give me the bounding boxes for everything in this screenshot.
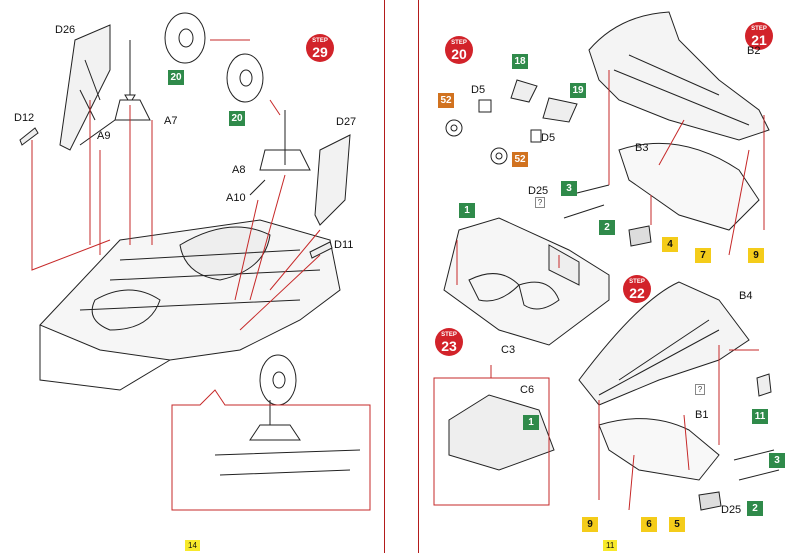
part-label-a8: A8 (232, 164, 246, 176)
part-label-c6: C6 (520, 384, 535, 396)
page-number: 11 (603, 540, 618, 551)
step-21-badge: STEP 21 (745, 22, 773, 50)
paint-code-badge: 2 (599, 220, 615, 235)
step-number: 23 (441, 338, 457, 354)
part-label-a9: A9 (97, 130, 111, 142)
part-label-d27: D27 (336, 116, 357, 128)
step-word: STEP (751, 26, 767, 32)
paint-code-badge: 2 (747, 501, 763, 516)
paint-code-badge: 1 (459, 203, 475, 218)
paint-code-badge: 19 (570, 83, 586, 98)
step-29-badge: STEP 29 (306, 34, 334, 62)
part-label-a7: A7 (164, 115, 178, 127)
part-label-b4: B4 (739, 290, 753, 302)
step-number: 22 (629, 285, 645, 301)
unknown-part-marker: ? (695, 384, 705, 395)
part-label-d5: D5 (471, 84, 486, 96)
step-word: STEP (441, 332, 457, 338)
paint-code-badge: 9 (748, 248, 764, 263)
paint-code-badge: 3 (561, 181, 577, 196)
part-label-d26: D26 (55, 24, 76, 36)
paint-code-badge: 7 (695, 248, 711, 263)
paint-code-badge: 9 (582, 517, 598, 532)
instruction-page-left: D26 D12 A9 A7 D27 A8 A10 D11 20 20 STEP … (0, 0, 385, 553)
paint-code-badge: 6 (641, 517, 657, 532)
paint-code-badge: 20 (229, 111, 245, 126)
step-number: 20 (451, 46, 467, 62)
paint-code-badge: 52 (512, 152, 528, 167)
part-label-d5: D5 (541, 132, 556, 144)
part-label-b1: B1 (695, 409, 709, 421)
part-label-d11: D11 (334, 239, 354, 251)
paint-code-badge: 5 (669, 517, 685, 532)
part-label-b3: B3 (635, 142, 649, 154)
step-number: 29 (312, 44, 328, 60)
part-label-c3: C3 (501, 344, 516, 356)
step-20-badge: STEP 20 (445, 36, 473, 64)
step-22-badge: STEP 22 (623, 275, 651, 303)
landing-gear-assembly-drawing (19, 12, 371, 511)
wing-and-cockpit-assembly-drawing (433, 11, 780, 511)
paint-code-badge: 18 (512, 54, 528, 69)
step-word: STEP (629, 279, 645, 285)
paint-code-badge: 11 (752, 409, 768, 424)
part-label-d25: D25 (528, 185, 549, 197)
part-label-b2: B2 (747, 45, 761, 57)
paint-code-badge: 4 (662, 237, 678, 252)
unknown-part-marker: ? (535, 197, 545, 208)
part-label-a10: A10 (226, 192, 246, 204)
part-label-d12: D12 (14, 112, 35, 124)
paint-code-badge: 3 (769, 453, 785, 468)
step-number: 21 (751, 32, 767, 48)
step-word: STEP (312, 38, 328, 44)
paint-code-badge: 1 (523, 415, 539, 430)
part-label-d25: D25 (721, 504, 742, 516)
step-word: STEP (451, 40, 467, 46)
instruction-page-right: STEP 20 STEP 21 STEP 22 STEP 23 D5 D5 B2… (418, 0, 800, 553)
page-number: 14 (185, 540, 200, 551)
paint-code-badge: 52 (438, 93, 454, 108)
paint-code-badge: 20 (168, 70, 184, 85)
step-23-badge: STEP 23 (435, 328, 463, 356)
